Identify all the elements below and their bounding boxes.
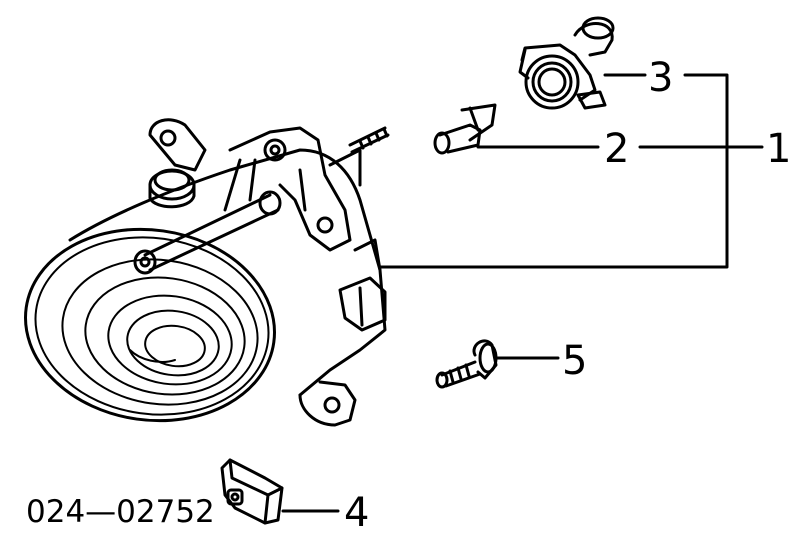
lens-rings bbox=[61, 258, 259, 406]
clip-nut bbox=[220, 458, 284, 525]
fog-lamp-assembly bbox=[24, 118, 390, 427]
adjuster-screw bbox=[433, 103, 497, 155]
part-code: 024—02752 bbox=[26, 494, 215, 530]
callout-4: 4 bbox=[344, 490, 369, 536]
callout-2: 2 bbox=[604, 126, 629, 172]
leader-bracket-1 bbox=[378, 73, 729, 269]
callout-5: 5 bbox=[562, 338, 587, 384]
callout-3: 3 bbox=[648, 55, 673, 101]
callout-1: 1 bbox=[766, 126, 791, 172]
leader-lines bbox=[281, 73, 764, 513]
mounting-bolt bbox=[435, 339, 498, 389]
bulb-socket bbox=[518, 16, 615, 110]
